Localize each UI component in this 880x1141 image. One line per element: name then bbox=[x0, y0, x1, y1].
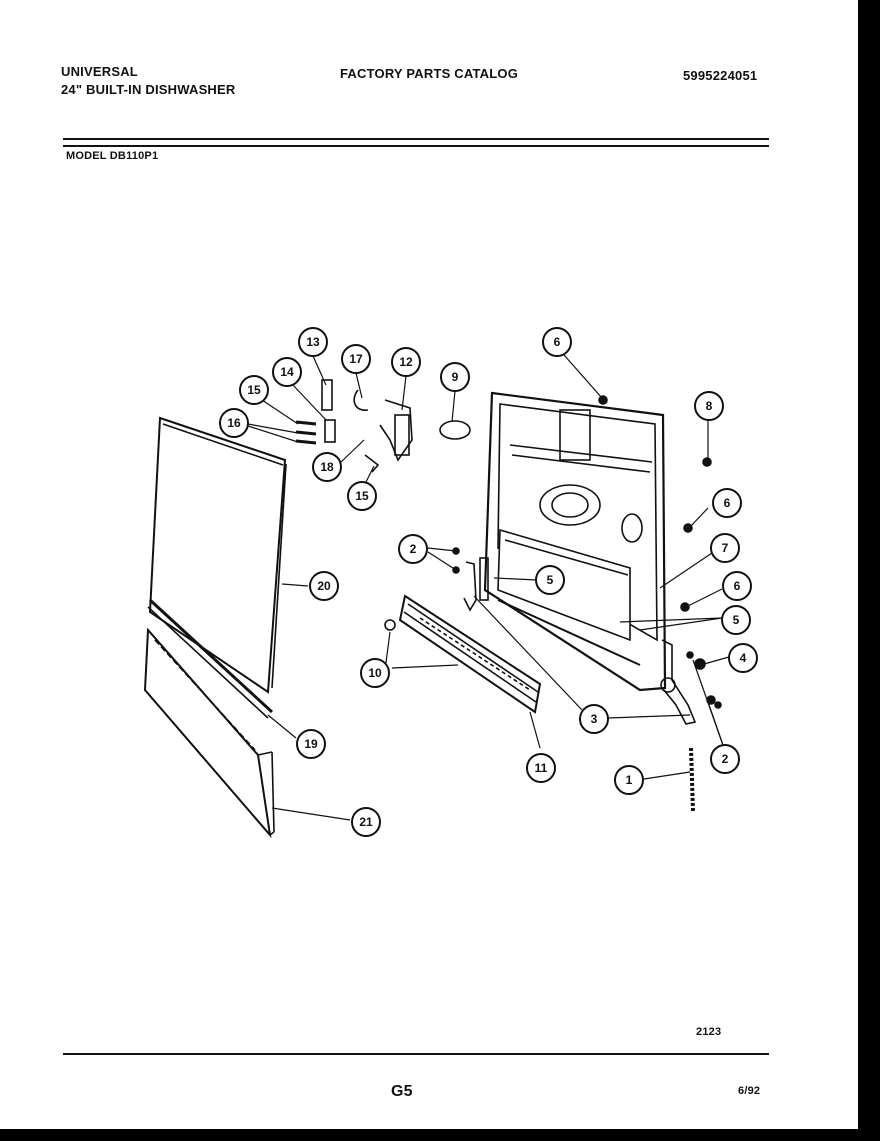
part-21-kick-panel bbox=[143, 627, 275, 839]
callout-5-left: 5 bbox=[535, 565, 565, 595]
callout-4-label: 4 bbox=[740, 651, 747, 665]
inner-door-assembly bbox=[483, 391, 667, 692]
revision-date: 6/92 bbox=[738, 1085, 761, 1097]
callout-15-upper-label: 15 bbox=[247, 383, 261, 397]
callout-9-label: 9 bbox=[452, 370, 459, 384]
callout-21: 21 bbox=[351, 807, 381, 837]
callout-11: 11 bbox=[526, 753, 556, 783]
callout-5-right: 5 bbox=[721, 605, 751, 635]
callout-19: 19 bbox=[296, 729, 326, 759]
callout-5-right-label: 5 bbox=[733, 613, 740, 627]
drawing-number: 2123 bbox=[696, 1026, 722, 1038]
callout-1-label: 1 bbox=[626, 773, 633, 787]
callout-4: 4 bbox=[728, 643, 758, 673]
callout-20-label: 20 bbox=[317, 579, 331, 593]
callout-6-mid: 6 bbox=[712, 488, 742, 518]
catalog-number: 5995224051 bbox=[683, 68, 758, 83]
callout-7: 7 bbox=[710, 533, 740, 563]
page-number: G5 bbox=[391, 1083, 413, 1100]
callout-19-label: 19 bbox=[304, 737, 318, 751]
callout-12-label: 12 bbox=[399, 355, 413, 369]
callout-2-left-label: 2 bbox=[410, 542, 417, 556]
callout-6-low-label: 6 bbox=[734, 579, 741, 593]
callout-14: 14 bbox=[272, 357, 302, 387]
header-rule-secondary bbox=[63, 145, 769, 147]
callout-17: 17 bbox=[341, 344, 371, 374]
callout-6-low: 6 bbox=[722, 571, 752, 601]
parts-cluster-12-18 bbox=[295, 379, 413, 473]
callout-10: 10 bbox=[360, 658, 390, 688]
page-frame-bottom bbox=[0, 1129, 880, 1141]
part-19-trim-strip bbox=[147, 598, 274, 719]
callout-2-right-label: 2 bbox=[722, 752, 729, 766]
callout-2-left: 2 bbox=[398, 534, 428, 564]
callout-8: 8 bbox=[694, 391, 724, 421]
callout-15-lower-label: 15 bbox=[355, 489, 369, 503]
callout-16-label: 16 bbox=[227, 416, 241, 430]
callout-17-label: 17 bbox=[349, 352, 363, 366]
callout-13-label: 13 bbox=[306, 335, 320, 349]
callout-13: 13 bbox=[298, 327, 328, 357]
catalog-title: FACTORY PARTS CATALOG bbox=[340, 66, 519, 81]
callout-5-left-label: 5 bbox=[547, 573, 554, 587]
callout-7-label: 7 bbox=[722, 541, 729, 555]
callout-15-lower: 15 bbox=[347, 481, 377, 511]
callout-12: 12 bbox=[391, 347, 421, 377]
page-frame-right bbox=[858, 0, 880, 1141]
callout-16: 16 bbox=[219, 408, 249, 438]
product-title: 24" BUILT-IN DISHWASHER bbox=[61, 82, 236, 97]
callout-18: 18 bbox=[312, 452, 342, 482]
callout-20: 20 bbox=[309, 571, 339, 601]
callout-15-upper: 15 bbox=[239, 375, 269, 405]
callout-14-label: 14 bbox=[280, 365, 294, 379]
callout-2-right: 2 bbox=[710, 744, 740, 774]
callout-10-label: 10 bbox=[368, 666, 382, 680]
callout-8-label: 8 bbox=[706, 399, 713, 413]
part-9-knob bbox=[439, 420, 471, 440]
part-20-outer-door-panel bbox=[148, 416, 287, 694]
part-1-spring bbox=[689, 747, 695, 813]
part-11-console-panel bbox=[398, 594, 542, 714]
part-3-hinge-left bbox=[463, 557, 489, 612]
callout-1: 1 bbox=[614, 765, 644, 795]
part-3-hinge-right bbox=[660, 639, 697, 725]
callout-11-label: 11 bbox=[535, 761, 548, 775]
callout-9: 9 bbox=[440, 362, 470, 392]
fasteners bbox=[384, 395, 722, 709]
model-label: MODEL DB110P1 bbox=[66, 150, 159, 162]
callout-21-label: 21 bbox=[359, 815, 373, 829]
header-rule bbox=[63, 138, 769, 140]
brand-title: UNIVERSAL bbox=[61, 64, 138, 79]
footer-rule bbox=[63, 1053, 769, 1055]
callout-6-top: 6 bbox=[542, 327, 572, 357]
callout-18-label: 18 bbox=[320, 460, 334, 474]
callout-3-label: 3 bbox=[591, 712, 598, 726]
callout-6-top-label: 6 bbox=[554, 335, 561, 349]
callout-6-mid-label: 6 bbox=[724, 496, 731, 510]
callout-3: 3 bbox=[579, 704, 609, 734]
